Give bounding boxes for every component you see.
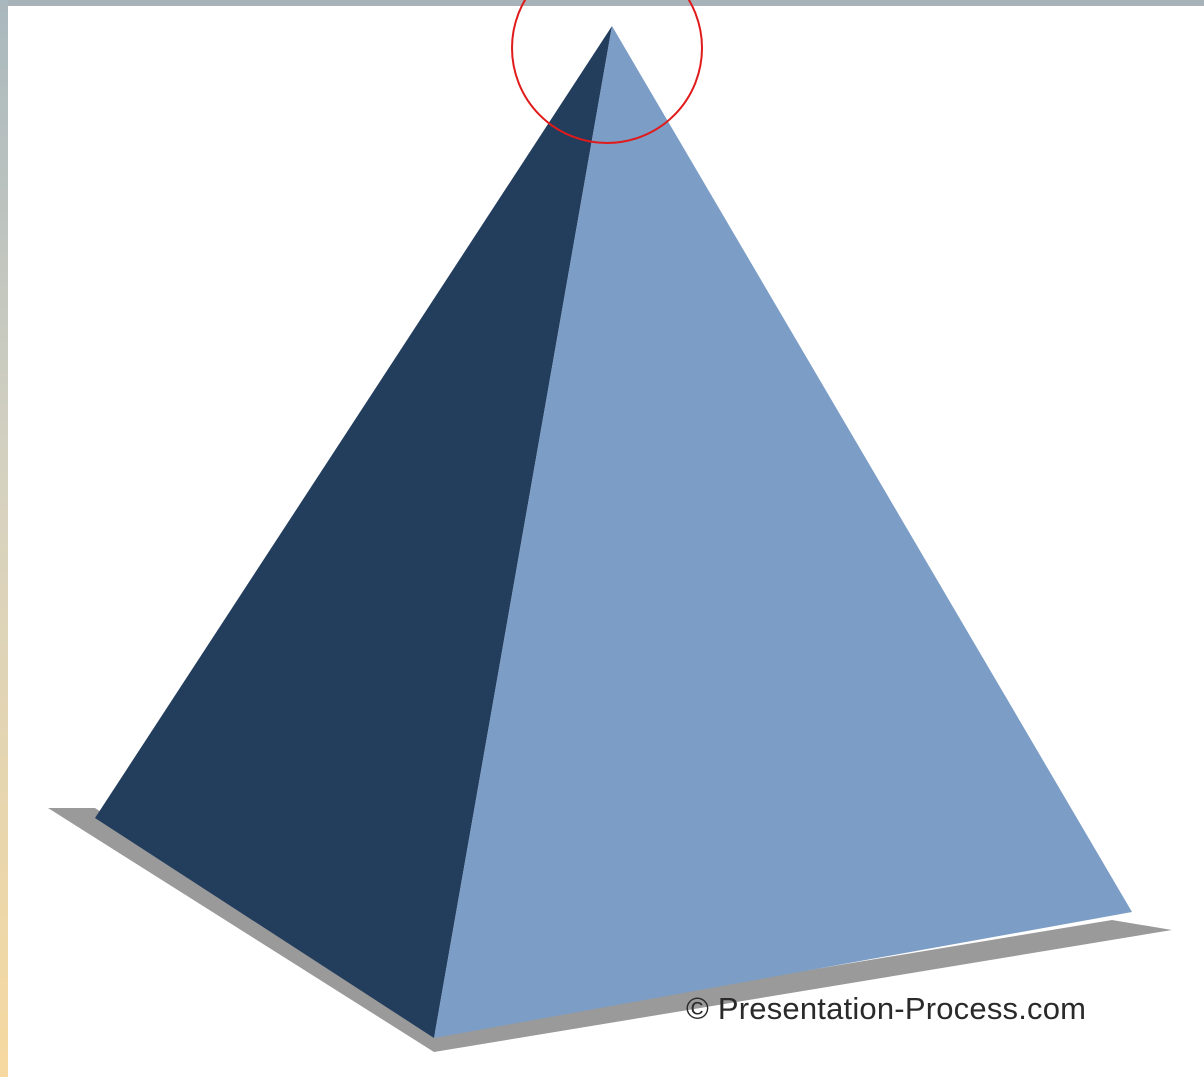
copyright-text: © Presentation-Process.com <box>686 991 1086 1027</box>
